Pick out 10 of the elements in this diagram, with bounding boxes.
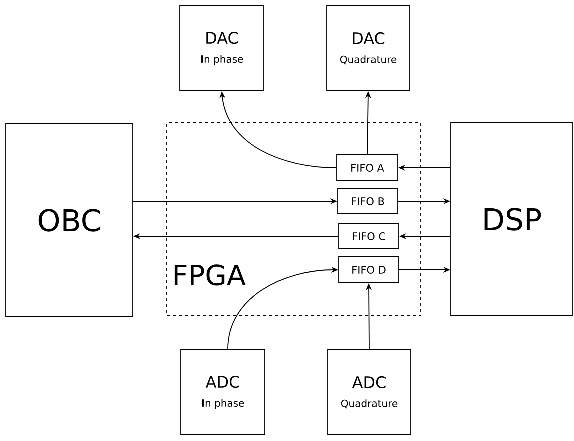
fifo-box: FIFO D (338, 256, 400, 284)
converter-box: DAC In phase (180, 6, 264, 92)
converter-box: ADC Quadrature (328, 350, 412, 436)
processor-box: DSP (450, 122, 574, 316)
fifo-box: FIFO B (338, 188, 398, 214)
fifo-box: FIFO A (336, 154, 398, 182)
converter-box: DAC Quadrature (326, 6, 410, 92)
processor-box: OBC (6, 124, 134, 318)
converter-box: ADC In phase (180, 350, 266, 436)
fifo-box: FIFO C (338, 224, 400, 250)
